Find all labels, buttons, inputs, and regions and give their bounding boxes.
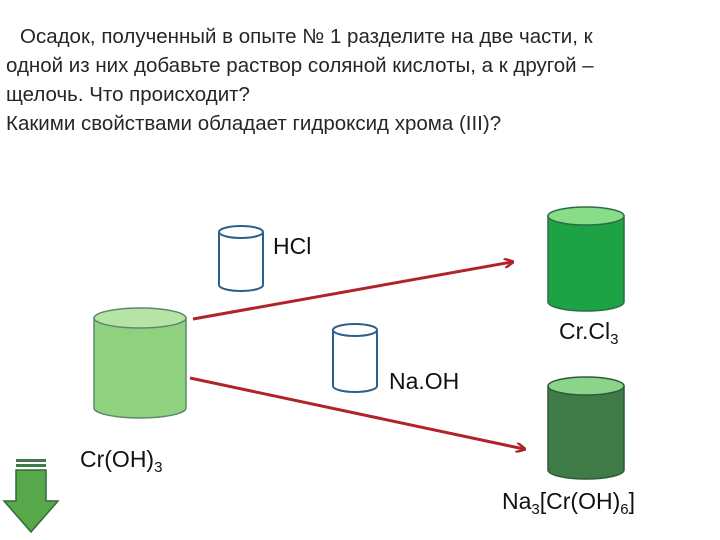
- arrow-to-chloride: [192, 262, 512, 321]
- complex-part-3: ]: [628, 488, 635, 514]
- hcl-label: HCl: [273, 233, 312, 259]
- question-line-1: Осадок, полученный в опыте № 1 разделите…: [20, 25, 593, 48]
- chromium-chloride-base: Cr.Cl: [559, 318, 611, 344]
- complex-label: Na3[Cr(OH)6]: [502, 488, 635, 518]
- chromium-chloride-subscript: 3: [610, 331, 619, 348]
- naoh-label: Na.OH: [389, 368, 460, 394]
- question-line-3: щелочь. Что происходит?: [6, 83, 250, 106]
- arrow-to-complex: [189, 376, 524, 449]
- complex-part-1: Na: [502, 488, 532, 514]
- precipitate-down-arrow-icon: [2, 459, 60, 534]
- hcl-beaker-icon: [218, 225, 264, 292]
- question-line-4: Какими свойствами обладает гидроксид хро…: [6, 112, 502, 135]
- chromium-chloride-label: Cr.Cl3: [559, 318, 618, 348]
- question-text: Осадок, полученный в опыте № 1 разделите…: [6, 22, 712, 138]
- chromium-hydroxide-base: Cr(OH): [80, 446, 155, 472]
- naoh-beaker-icon: [332, 323, 378, 393]
- chromium-hydroxide-label: Cr(OH)3: [80, 446, 162, 476]
- complex-cylinder: [547, 376, 625, 480]
- chromium-hydroxide-cylinder: [93, 307, 187, 419]
- complex-subscript-1: 3: [531, 501, 540, 518]
- chromium-chloride-cylinder: [547, 206, 625, 312]
- complex-subscript-2: 6: [620, 501, 629, 518]
- question-line-2: одной из них добавьте раствор соляной ки…: [6, 54, 594, 77]
- complex-part-2: [Cr(OH): [539, 488, 621, 514]
- chromium-hydroxide-subscript: 3: [154, 459, 163, 476]
